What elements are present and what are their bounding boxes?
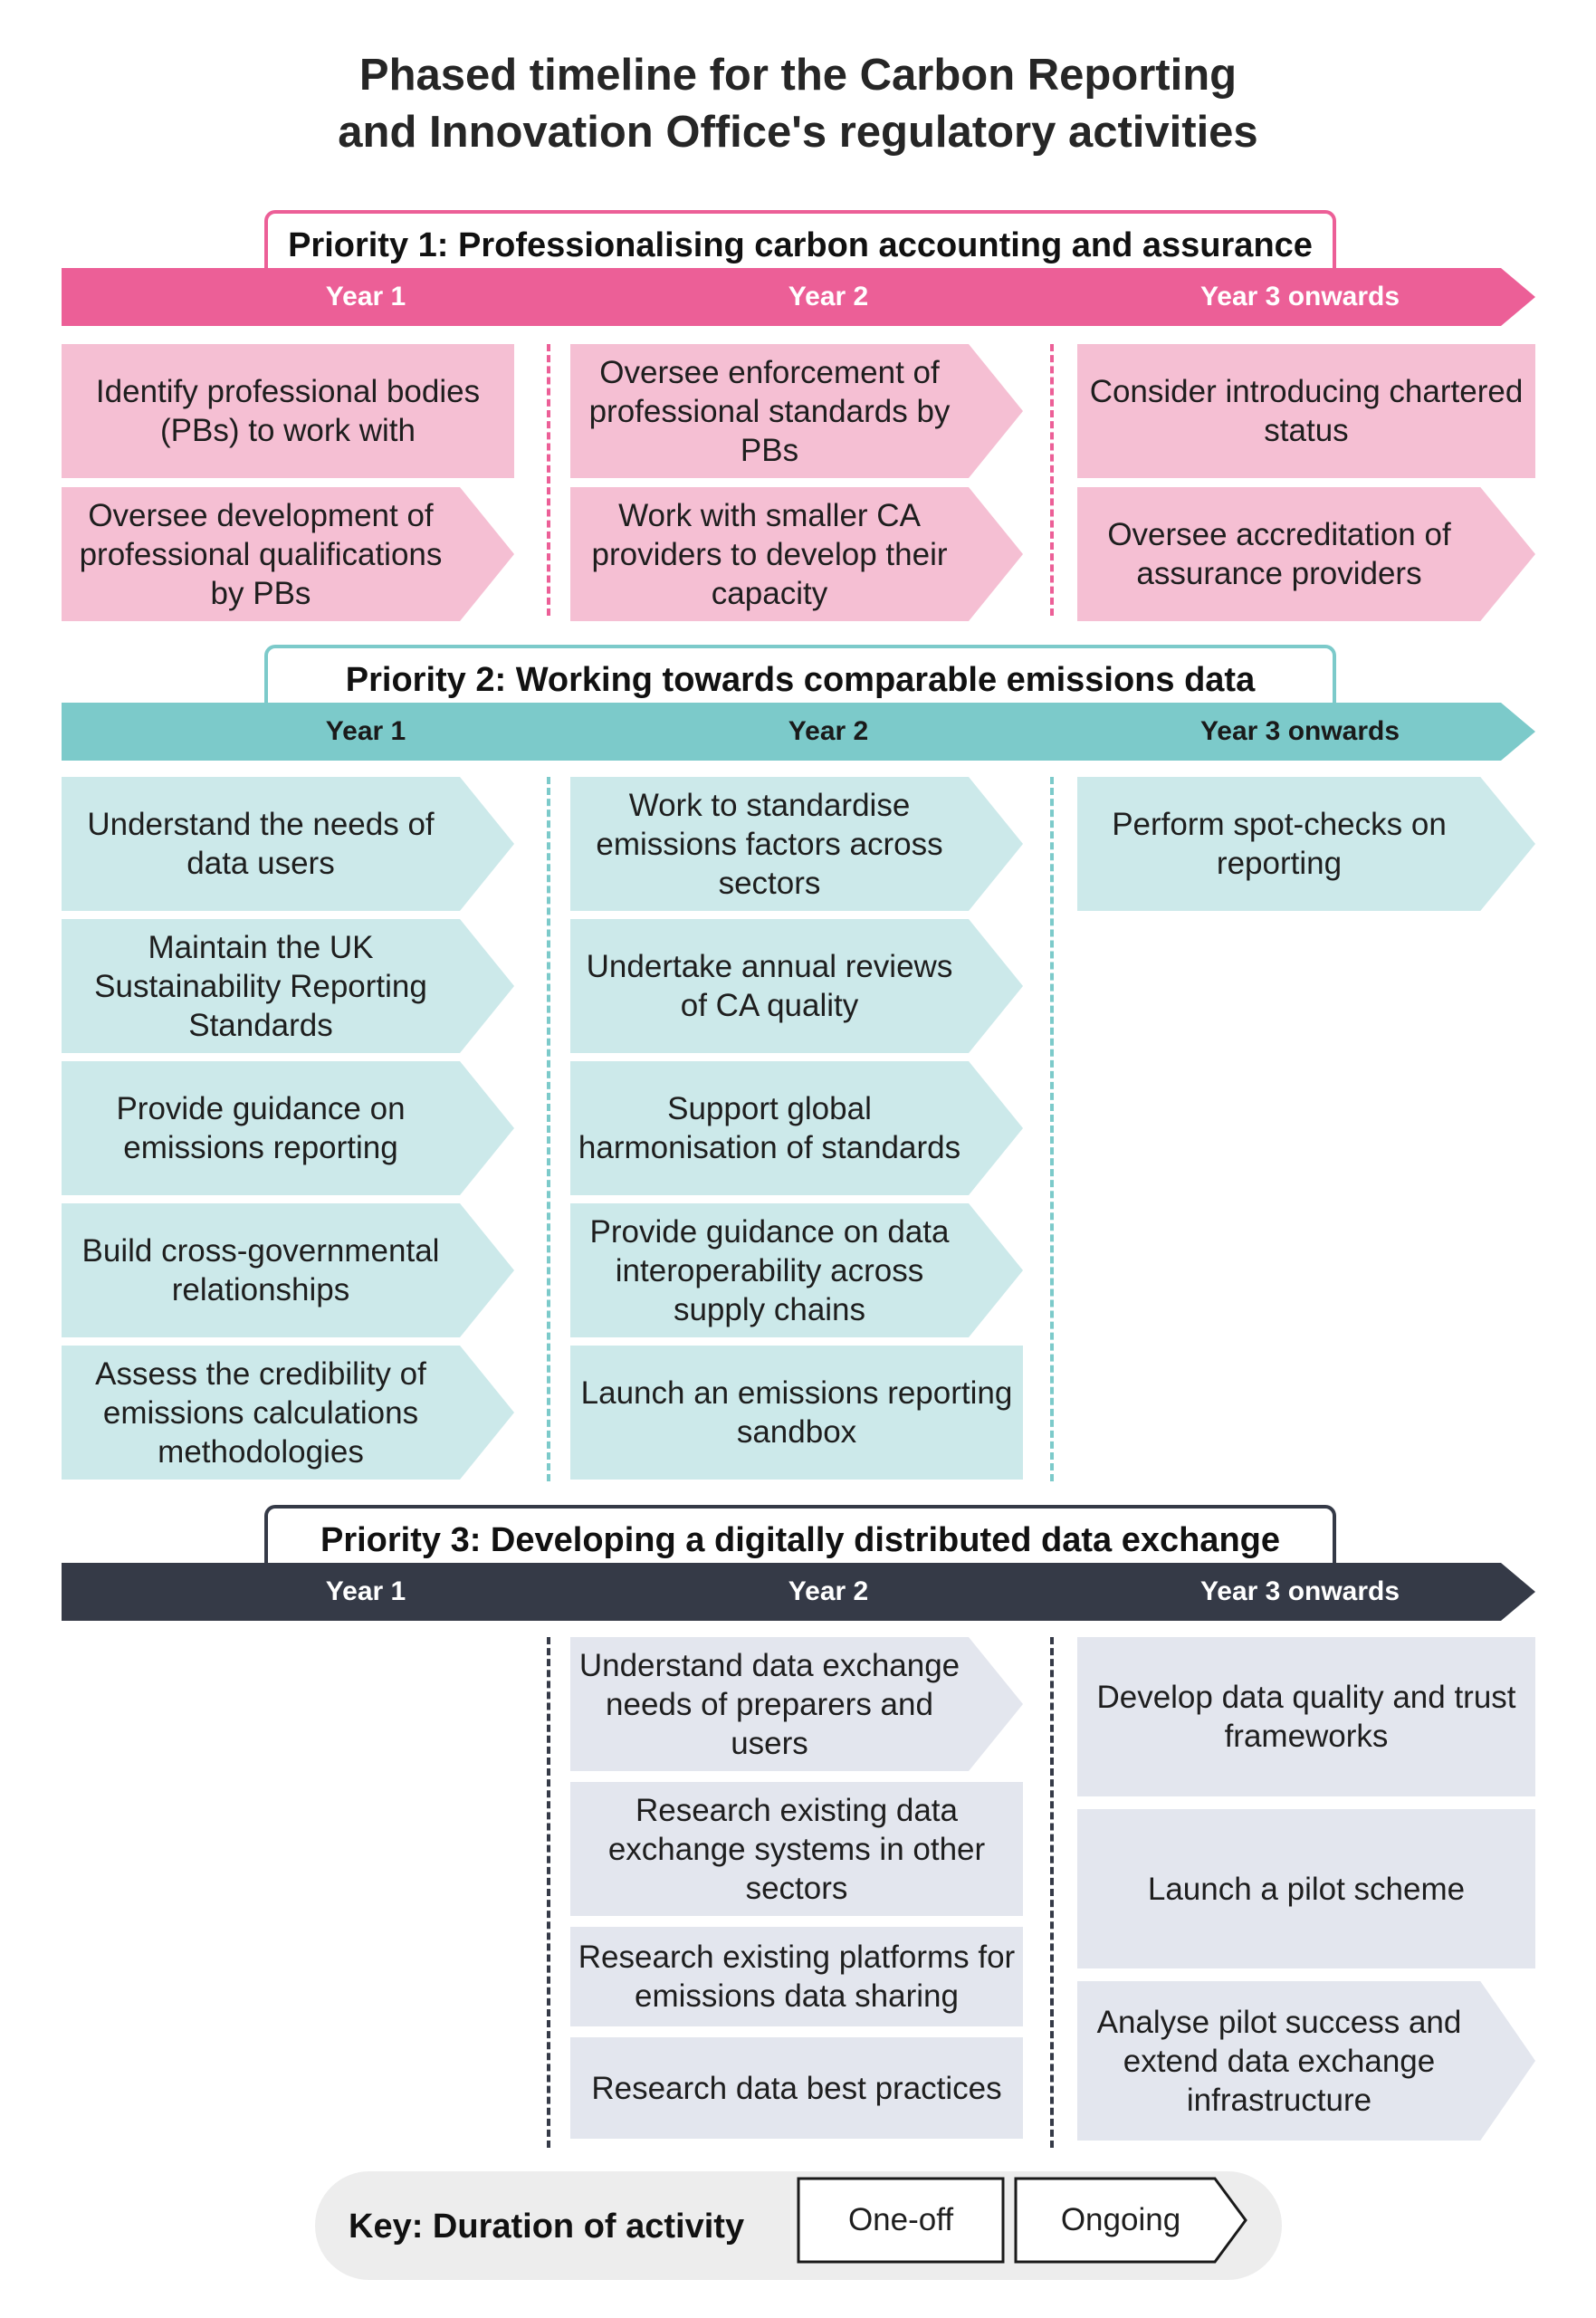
diagram-title: Phased timeline for the Carbon Reporting…: [0, 47, 1596, 161]
activity-text: Launch an emissions reporting sandbox: [580, 1375, 1013, 1450]
priority-3-heading: Priority 3: Developing a digitally distr…: [264, 1505, 1336, 1574]
priority-1-divider-1: [547, 344, 550, 616]
priority-2-year1-activity-3: Provide guidance on emissions reporting: [62, 1061, 514, 1195]
activity-text: Work with smaller CA providers to develo…: [591, 497, 948, 611]
activity-text: Analyse pilot success and extend data ex…: [1096, 2004, 1462, 2118]
priority-3-year3-label: Year 3 onwards: [1199, 1576, 1400, 1606]
priority-1-year2-activity-2: Work with smaller CA providers to develo…: [570, 487, 1023, 621]
activity-text: Develop data quality and trust framework…: [1096, 1680, 1516, 1754]
priority-1-heading: Priority 1: Professionalising carbon acc…: [264, 210, 1336, 279]
priority-2-year2-activity-2: Undertake annual reviews of CA quality: [570, 919, 1023, 1053]
priority-1-year1-activity-2: Oversee development of professional qual…: [62, 487, 514, 621]
activity-text: Understand data exchange needs of prepar…: [578, 1647, 960, 1761]
priority-2-year1-activity-2: Maintain the UK Sustainability Reporting…: [62, 919, 514, 1053]
title-line-2: and Innovation Office's regulatory activ…: [338, 108, 1258, 157]
priority-3-year2-activity-4: Research data best practices: [570, 2037, 1023, 2139]
priority-1-year3-label: Year 3 onwards: [1199, 282, 1400, 311]
activity-text: Perform spot-checks on reporting: [1112, 807, 1447, 881]
title-line-1: Phased timeline for the Carbon Reporting: [358, 51, 1238, 100]
activity-text: Oversee enforcement of professional stan…: [588, 354, 951, 468]
priority-3-year2-activity-1: Understand data exchange needs of prepar…: [570, 1637, 1023, 1771]
key-one-off-shape: [797, 2177, 1005, 2264]
priority-1-year-bar: Year 1 Year 2 Year 3 onwards: [62, 268, 1535, 326]
priority-1-divider-2: [1050, 344, 1054, 616]
activity-text: Provide guidance on emissions reporting: [116, 1091, 406, 1165]
activity-text: Consider introducing chartered status: [1089, 374, 1524, 448]
key-one-off: One-off: [797, 2177, 1005, 2264]
activity-text: Research existing platforms for emission…: [578, 1940, 1016, 2014]
priority-2-divider-1: [547, 777, 550, 1481]
activity-text: Build cross-governmental relationships: [81, 1233, 440, 1307]
priority-3-year3-activity-2: Launch a pilot scheme: [1077, 1809, 1535, 1968]
activity-text: Undertake annual reviews of CA quality: [586, 949, 953, 1023]
priority-1-year3-activity-2: Oversee accreditation of assurance provi…: [1077, 487, 1535, 621]
priority-3-divider-2: [1050, 1637, 1054, 2148]
activity-text: Understand the needs of data users: [87, 807, 435, 881]
activity-text: Launch a pilot scheme: [1147, 1871, 1466, 1907]
priority-3-year3-activity-1: Develop data quality and trust framework…: [1077, 1637, 1535, 1796]
activity-text: Support global harmonisation of standard…: [578, 1091, 961, 1165]
activity-text: Maintain the UK Sustainability Reporting…: [94, 929, 427, 1043]
key-ongoing-shape: [1014, 2177, 1247, 2264]
priority-2-year1-activity-5: Assess the credibility of emissions calc…: [62, 1346, 514, 1480]
priority-1-year2-label: Year 2: [788, 282, 869, 311]
priority-2-year2-activity-5: Launch an emissions reporting sandbox: [570, 1346, 1023, 1480]
priority-2-year1-activity-1: Understand the needs of data users: [62, 777, 514, 911]
priority-3-year2-activity-3: Research existing platforms for emission…: [570, 1927, 1023, 2026]
priority-3-arrow-shape: [62, 1563, 1535, 1621]
activity-text: Assess the credibility of emissions calc…: [95, 1355, 426, 1470]
activity-text: Oversee development of professional qual…: [79, 497, 443, 611]
priority-1-year2-activity-1: Oversee enforcement of professional stan…: [570, 344, 1023, 478]
activity-text: Research data best practices: [591, 2070, 1002, 2106]
priority-3-year1-label: Year 1: [325, 1576, 406, 1606]
activity-text: Oversee accreditation of assurance provi…: [1107, 517, 1451, 591]
priority-2-arrow: [62, 703, 1535, 761]
priority-3-year-bar: Year 1 Year 2 Year 3 onwards: [62, 1563, 1535, 1621]
priority-3-year2-activity-2: Research existing data exchange systems …: [570, 1782, 1023, 1916]
key-ongoing: Ongoing: [1014, 2177, 1249, 2264]
priority-1-year1-activity-1: Identify professional bodies (PBs) to wo…: [62, 344, 514, 478]
priority-2-year1-activity-4: Build cross-governmental relationships: [62, 1203, 514, 1337]
priority-2-year2-activity-4: Provide guidance on data interoperabilit…: [570, 1203, 1023, 1337]
priority-3-year2-label: Year 2: [788, 1576, 869, 1606]
activity-text: Research existing data exchange systems …: [607, 1792, 986, 1906]
priority-3-divider-1: [547, 1637, 550, 2148]
key-label: Key: Duration of activity: [349, 2208, 745, 2246]
activity-text: Work to standardise emissions factors ac…: [596, 787, 943, 901]
priority-2-year2-label: Year 2: [788, 716, 869, 746]
key-one-off-label: One-off: [847, 2202, 954, 2237]
priority-2-year3-activity-1: Perform spot-checks on reporting: [1077, 777, 1535, 911]
priority-2-year1-label: Year 1: [325, 716, 406, 746]
priority-1-year3-activity-1: Consider introducing chartered status: [1077, 344, 1535, 478]
priority-3-year3-activity-3: Analyse pilot success and extend data ex…: [1077, 1981, 1535, 2141]
priority-1-arrow: [62, 268, 1535, 326]
priority-2-year2-activity-3: Support global harmonisation of standard…: [570, 1061, 1023, 1195]
key-ongoing-label: Ongoing: [1060, 2202, 1181, 2237]
priority-2-divider-2: [1050, 777, 1054, 1481]
activity-text: Identify professional bodies (PBs) to wo…: [95, 374, 481, 448]
priority-1-arrow-shape: [62, 268, 1535, 326]
priority-2-year3-label: Year 3 onwards: [1199, 716, 1400, 746]
priority-1-year1-label: Year 1: [325, 282, 406, 311]
priority-2-arrow-shape: [62, 703, 1535, 761]
priority-2-year2-activity-1: Work to standardise emissions factors ac…: [570, 777, 1023, 911]
priority-3-arrow: [62, 1563, 1535, 1621]
priority-2-year-bar: Year 1 Year 2 Year 3 onwards: [62, 703, 1535, 761]
activity-text: Provide guidance on data interoperabilit…: [589, 1213, 950, 1327]
priority-2-heading: Priority 2: Working towards comparable e…: [264, 645, 1336, 714]
